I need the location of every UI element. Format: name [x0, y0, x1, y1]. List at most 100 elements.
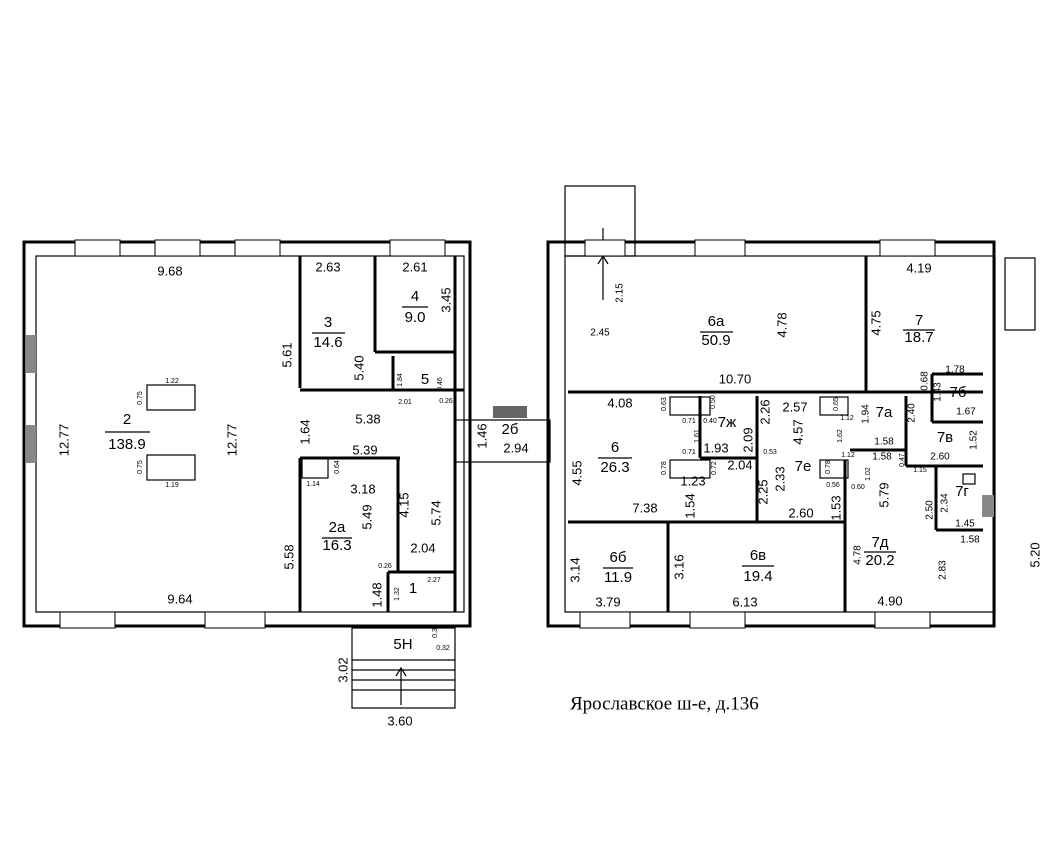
- dim: 0.75: [137, 391, 144, 405]
- room-3[interactable]: 314.6: [312, 314, 345, 351]
- room-7g[interactable]: 7г: [955, 483, 969, 500]
- dim: 1.23: [680, 473, 705, 488]
- dim: 3.45: [438, 287, 453, 312]
- dim: 1.62: [837, 429, 844, 443]
- svg-text:26.3: 26.3: [600, 459, 629, 476]
- svg-text:20.2: 20.2: [865, 552, 894, 569]
- dim: 4.78: [853, 545, 864, 565]
- room-5[interactable]: 5: [421, 371, 429, 388]
- dim: 5.58: [281, 544, 296, 569]
- svg-text:6: 6: [611, 439, 619, 456]
- svg-text:14.6: 14.6: [313, 334, 342, 351]
- dim: 3.60: [387, 713, 412, 728]
- room-7b[interactable]: 7б: [950, 384, 967, 401]
- dim: 1.64: [297, 419, 312, 444]
- room-4[interactable]: 49.0: [402, 288, 428, 326]
- dim: 2.25: [755, 479, 770, 504]
- dim: 1.46: [474, 423, 489, 448]
- room-6a[interactable]: 6а 50.9: [700, 313, 733, 349]
- dim: 0.36: [432, 624, 439, 638]
- dim: 2.57: [782, 399, 807, 414]
- dim: 1.22: [165, 378, 179, 385]
- dim: 1.78: [945, 365, 965, 376]
- dim: 2.01: [398, 399, 412, 406]
- svg-text:7: 7: [915, 312, 923, 329]
- dim: 2.34: [940, 493, 951, 513]
- dim: 1.43: [933, 382, 944, 402]
- dim: 5.61: [279, 342, 294, 367]
- room-7[interactable]: 718.7: [903, 312, 935, 346]
- dim: 1.12: [840, 415, 854, 422]
- address-label: Ярославское ш-е, д.136: [570, 693, 759, 714]
- room-7zh[interactable]: 7ж: [718, 414, 736, 431]
- dim: 7.38: [632, 500, 657, 515]
- dim: 1.02: [865, 467, 872, 481]
- room-7v[interactable]: 7в: [937, 429, 953, 446]
- dim: 1.19: [165, 482, 179, 489]
- dim: 1.61: [694, 429, 701, 443]
- dim: 0.50: [710, 395, 717, 409]
- dim: 0.64: [334, 460, 341, 474]
- dim: 2.94: [503, 440, 528, 455]
- dim: 12.77: [224, 424, 239, 457]
- dim: 4.15: [396, 492, 411, 517]
- dim: 1.93: [703, 440, 728, 455]
- dim: 1.84: [397, 373, 404, 387]
- room-1[interactable]: 1: [409, 580, 417, 597]
- dim: 2.09: [740, 427, 755, 452]
- svg-text:4: 4: [411, 288, 419, 305]
- svg-text:6б: 6б: [610, 549, 627, 566]
- room-6b[interactable]: 6б 11.9: [603, 549, 633, 586]
- room-7e[interactable]: 7е: [795, 458, 812, 475]
- dim: 2.33: [772, 466, 787, 491]
- room-6v[interactable]: 6в 19.4: [742, 547, 774, 585]
- dim: 0.46: [437, 377, 444, 391]
- dim: 5.39: [352, 442, 377, 457]
- dim: 4.57: [790, 419, 805, 444]
- dim: 0.60: [851, 484, 865, 491]
- dim: 0.65: [833, 397, 840, 411]
- dim: 3.02: [335, 657, 350, 682]
- dim: 1.58: [872, 452, 892, 463]
- dim: 12.77: [56, 424, 71, 457]
- svg-text:19.4: 19.4: [743, 568, 772, 585]
- dim: 0.47: [899, 453, 906, 467]
- svg-text:6а: 6а: [708, 313, 725, 330]
- dim: 2.60: [930, 452, 950, 463]
- dim: 0.32: [436, 645, 450, 652]
- dim: 2.50: [925, 500, 936, 520]
- svg-text:18.7: 18.7: [904, 329, 933, 346]
- dim: 5.49: [359, 504, 374, 529]
- dim: 2.60: [788, 505, 813, 520]
- dim: 1.48: [369, 582, 384, 607]
- svg-text:11.9: 11.9: [604, 569, 632, 586]
- dim: 1.58: [960, 535, 980, 546]
- dim: 5.20: [1027, 542, 1042, 567]
- dim: 5.79: [876, 482, 891, 507]
- dim: 1.14: [306, 481, 320, 488]
- dim: 2.83: [938, 560, 949, 580]
- dim: 0.68: [920, 371, 931, 391]
- dim: 4.90: [877, 593, 902, 608]
- room-6[interactable]: 626.3: [598, 439, 632, 476]
- room-2b[interactable]: 2б: [502, 421, 519, 438]
- dim: 1.54: [682, 493, 697, 518]
- svg-text:3: 3: [324, 314, 332, 331]
- svg-text:50.9: 50.9: [701, 332, 730, 349]
- dim: 0.63: [661, 397, 668, 411]
- dim: 4.55: [569, 460, 584, 485]
- dim: 1.45: [955, 519, 975, 530]
- room-7a[interactable]: 7а: [876, 404, 893, 421]
- dim: 0.72: [711, 461, 718, 475]
- svg-text:6в: 6в: [750, 547, 766, 564]
- room-5n[interactable]: 5Н: [393, 636, 412, 653]
- dim: 0.26: [439, 398, 453, 405]
- dim: 0.26: [378, 563, 392, 570]
- dim: 9.64: [167, 591, 192, 606]
- dim: 5.74: [428, 500, 443, 525]
- dim: 0.78: [825, 460, 832, 474]
